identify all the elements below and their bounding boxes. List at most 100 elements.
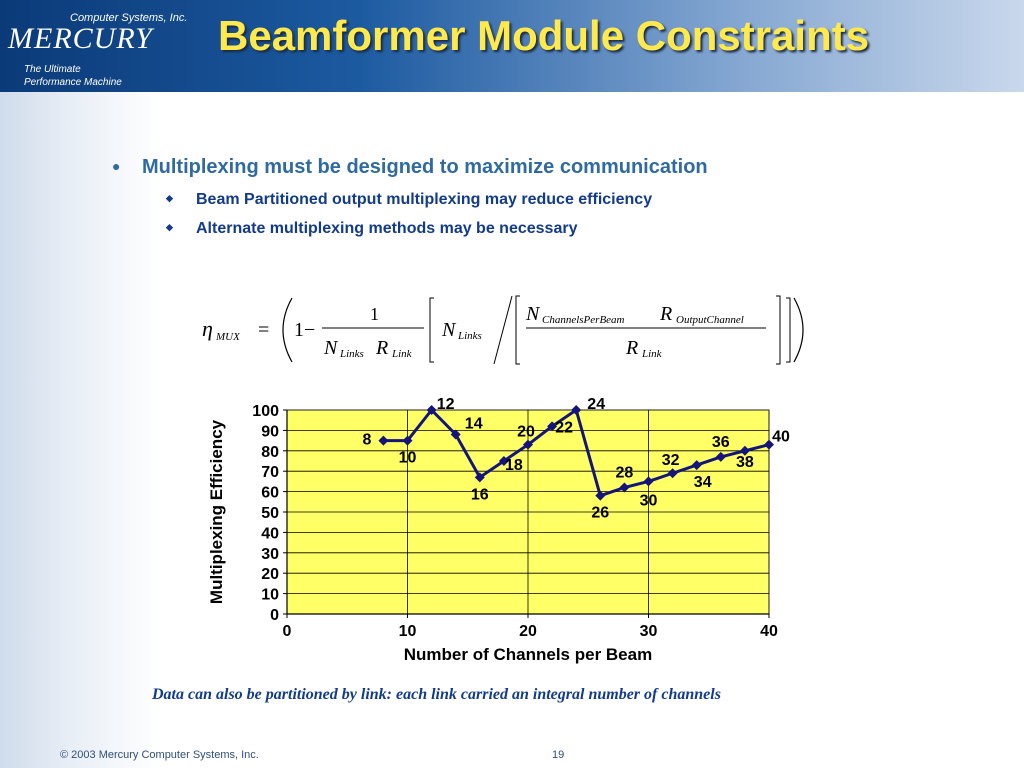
data-point-marker	[474, 472, 485, 483]
slide-title: Beamformer Module Constraints	[218, 12, 870, 59]
r-symbol: R	[659, 303, 672, 325]
left-paren	[282, 297, 293, 363]
data-point-marker	[595, 490, 606, 501]
data-point-label: 24	[587, 396, 605, 413]
x-tick-label: 10	[399, 623, 417, 640]
data-point-marker	[764, 439, 774, 450]
y-tick-label: 100	[252, 403, 279, 420]
logo-tagline-2: Performance Machine	[24, 77, 122, 88]
logo-company-text: Computer Systems, Inc.	[70, 12, 188, 24]
data-point-marker	[498, 456, 509, 466]
data-point-label: 10	[399, 450, 417, 467]
data-point-marker	[619, 482, 630, 493]
mercury-logo: Computer Systems, Inc. MERCURY The Ultim…	[6, 8, 196, 92]
x-tick-label: 0	[283, 623, 292, 640]
tick-labels: 0 10 20 30 40 50 60 70 80 90 100 0 10 20 30 40	[252, 403, 778, 640]
bullet-dot-icon: ●	[112, 158, 121, 174]
data-points	[378, 405, 774, 501]
output-subscript: OutputChannel	[676, 314, 744, 326]
y-tick-label: 60	[261, 485, 279, 502]
logo-tagline-1: The Ultimate	[24, 64, 81, 75]
x-axis-title: Number of Channels per Beam	[404, 645, 652, 664]
data-point-marker	[667, 468, 678, 479]
right-paren	[793, 297, 804, 363]
x-tick-label: 30	[640, 623, 658, 640]
data-point-marker	[378, 435, 389, 446]
data-point-marker	[739, 445, 750, 456]
data-point-marker	[571, 405, 582, 415]
efficiency-chart: 0 10 20 30 40 50 60 70 80 90 100 0 10 20 30 40 8 10 12 14 1…	[207, 396, 790, 664]
logo-name-text: MERCURY	[8, 22, 153, 55]
data-point-marker	[691, 460, 702, 471]
data-point-label: 34	[694, 474, 712, 491]
y-tick-label: 30	[261, 546, 279, 563]
footnote-text: Data can also be partitioned by link: ea…	[152, 686, 721, 703]
floor-left	[429, 297, 434, 363]
y-tick-label: 0	[270, 607, 279, 624]
data-point-label: 32	[662, 452, 680, 469]
y-axis-title: Multiplexing Efficiency	[207, 419, 226, 604]
link-subscript: Link	[641, 348, 663, 360]
data-point-label: 22	[555, 419, 573, 436]
one-minus: 1−	[294, 319, 315, 341]
data-point-label: 14	[465, 415, 483, 432]
ceil-left	[515, 295, 520, 365]
y-tick-label: 70	[261, 464, 279, 481]
bullet-main-text: Multiplexing must be designed to maximiz…	[142, 156, 708, 178]
data-point-label: 38	[736, 454, 754, 471]
point-labels: 8 10 12 14 16 18 20 22 24 26 28 30 32 34 36 38 40	[362, 396, 790, 522]
data-point-label: 28	[616, 465, 634, 482]
floor-right	[786, 297, 791, 363]
data-point-label: 30	[640, 492, 658, 509]
r-symbol: R	[625, 337, 638, 359]
bullet-main: ● Multiplexing must be designed to maximi…	[112, 156, 708, 179]
data-point-marker	[450, 429, 461, 440]
links-subscript: Links	[457, 330, 482, 342]
equals-sign: =	[258, 319, 269, 341]
r-symbol: R	[375, 337, 388, 359]
data-point-label: 16	[471, 486, 489, 503]
x-tick-label: 20	[519, 623, 537, 640]
data-point-marker	[402, 435, 413, 446]
n-symbol: N	[525, 303, 541, 325]
y-tick-label: 40	[261, 525, 279, 542]
channels-subscript: ChannelsPerBeam	[542, 314, 625, 326]
data-point-label: 36	[712, 434, 730, 451]
sub-bullet-text: Beam Partitioned output multiplexing may…	[196, 191, 653, 208]
data-point-label: 20	[517, 424, 535, 441]
efficiency-formula: η MUX = 1− 1 N Links R Link N Links N Ch…	[202, 295, 804, 365]
x-tick-label: 40	[760, 623, 778, 640]
header-banner	[0, 0, 1024, 92]
data-point-marker	[643, 476, 654, 487]
data-point-label: 26	[591, 505, 609, 522]
grid-lines	[286, 409, 770, 615]
data-point-label: 12	[437, 396, 455, 413]
division-slash	[493, 295, 513, 365]
y-tick-label: 80	[261, 444, 279, 461]
y-tick-label: 50	[261, 505, 279, 522]
y-tick-label: 90	[261, 423, 279, 440]
data-point-marker	[426, 405, 437, 415]
data-point-marker	[523, 439, 533, 450]
numerator-one: 1	[370, 304, 379, 324]
n-symbol: N	[323, 337, 339, 359]
y-tick-label: 20	[261, 566, 279, 583]
data-point-label: 8	[362, 432, 371, 449]
diamond-bullet-icon: ◆	[166, 193, 173, 203]
data-point-label: 18	[505, 457, 523, 474]
sub-bullet-1: ◆ Beam Partitioned output multiplexing ma…	[166, 191, 652, 209]
data-point-marker	[715, 451, 726, 462]
diamond-bullet-icon: ◆	[166, 222, 173, 232]
ceil-right	[776, 295, 781, 365]
sub-bullet-2: ◆ Alternate multiplexing methods may be n…	[166, 220, 577, 238]
eta-subscript: MUX	[215, 331, 241, 343]
data-point-marker	[547, 421, 558, 432]
copyright-text: © 2003 Mercury Computer Systems, Inc.	[60, 749, 259, 761]
data-point-label: 40	[772, 429, 790, 446]
axes	[283, 409, 770, 618]
links-subscript: Links	[339, 348, 364, 360]
page-number: 19	[552, 749, 565, 761]
link-subscript: Link	[391, 348, 413, 360]
eta-symbol: η	[202, 316, 213, 341]
sub-bullet-text: Alternate multiplexing methods may be ne…	[196, 220, 578, 237]
